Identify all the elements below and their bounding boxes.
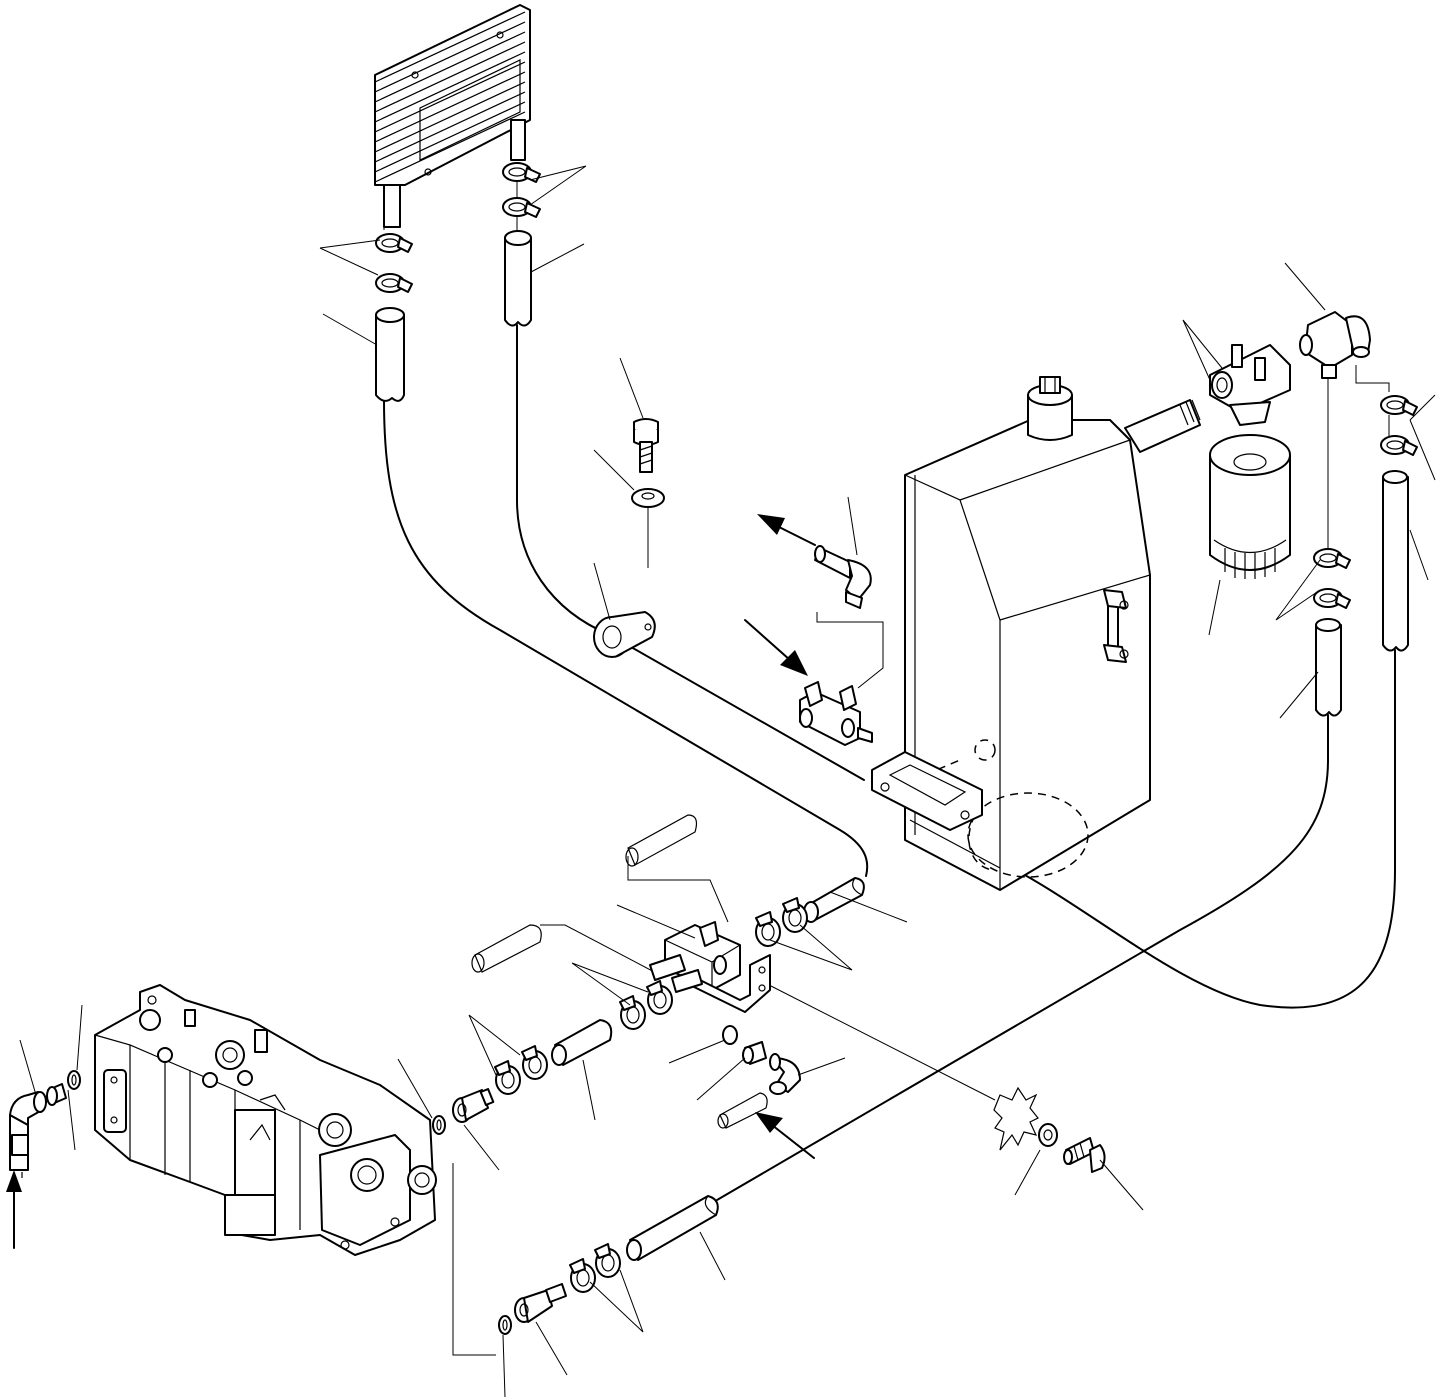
- flow-arrows: [6, 514, 816, 1249]
- elbow-adapter: [1299, 311, 1371, 379]
- connector-fitting: [452, 1088, 495, 1123]
- filter-outlet-line: [716, 714, 1329, 1201]
- valve-adapter: [46, 1083, 67, 1106]
- filter-outlet-clamps: [1313, 548, 1351, 609]
- lower-connector: [514, 1283, 567, 1323]
- suction-strainer: [967, 792, 1089, 878]
- manifold-clamps: [755, 897, 808, 947]
- tank-return-hose: [1382, 470, 1409, 652]
- mounting-plate: [993, 1086, 1039, 1151]
- connector-o-ring: [432, 1115, 446, 1135]
- mid-hose: [551, 1019, 613, 1066]
- drain-o-ring: [722, 1025, 738, 1045]
- manifold-block: [649, 921, 771, 1013]
- drain-nipple: [717, 1092, 768, 1129]
- valve-o-ring: [67, 1070, 81, 1090]
- cooler-return-line: [383, 399, 869, 877]
- elbow-fitting-top: [814, 545, 872, 609]
- tee-fitting: [799, 681, 873, 746]
- filter-cartridge: [1209, 434, 1291, 579]
- cooler-hose-clamps-right: [502, 162, 541, 218]
- tank-return-clamps: [1380, 395, 1418, 456]
- manifold-hose: [803, 877, 865, 923]
- breather-cap: [1027, 376, 1073, 441]
- hydraulic-tank: [871, 376, 1151, 891]
- connector-clamps: [619, 980, 673, 1030]
- bracket-washer: [631, 488, 665, 508]
- mount-bolt: [1063, 1137, 1106, 1173]
- bracket-bolt: [633, 418, 659, 473]
- cooler-hose-clamps-left: [375, 233, 413, 293]
- lower-clamps: [569, 1243, 621, 1293]
- control-valve: [94, 984, 437, 1256]
- oil-cooler: [374, 4, 531, 228]
- cooler-hoses: [375, 230, 532, 402]
- filter-head: [1209, 344, 1291, 426]
- lower-hose: [626, 1195, 719, 1261]
- mount-washer: [1038, 1123, 1058, 1147]
- hose-runs: [383, 180, 1396, 1356]
- tank-outlet-pipe: [1124, 399, 1201, 453]
- drain-nipple-fitting: [742, 1041, 767, 1065]
- drain-elbow: [769, 1053, 801, 1095]
- hose-clamp-bracket: [593, 611, 656, 658]
- inlet-elbow: [9, 1091, 47, 1178]
- valve-side-clamps: [494, 1045, 548, 1095]
- level-gauge: [1103, 589, 1129, 663]
- tank-flange: [871, 751, 983, 831]
- lower-o-ring: [498, 1315, 512, 1335]
- spare-hoses: [471, 814, 698, 973]
- filter-outlet-hose: [1315, 618, 1342, 717]
- tank-return-line: [999, 649, 1396, 1009]
- drain-leader: [452, 1163, 496, 1356]
- leader-lines: [19, 165, 1436, 1397]
